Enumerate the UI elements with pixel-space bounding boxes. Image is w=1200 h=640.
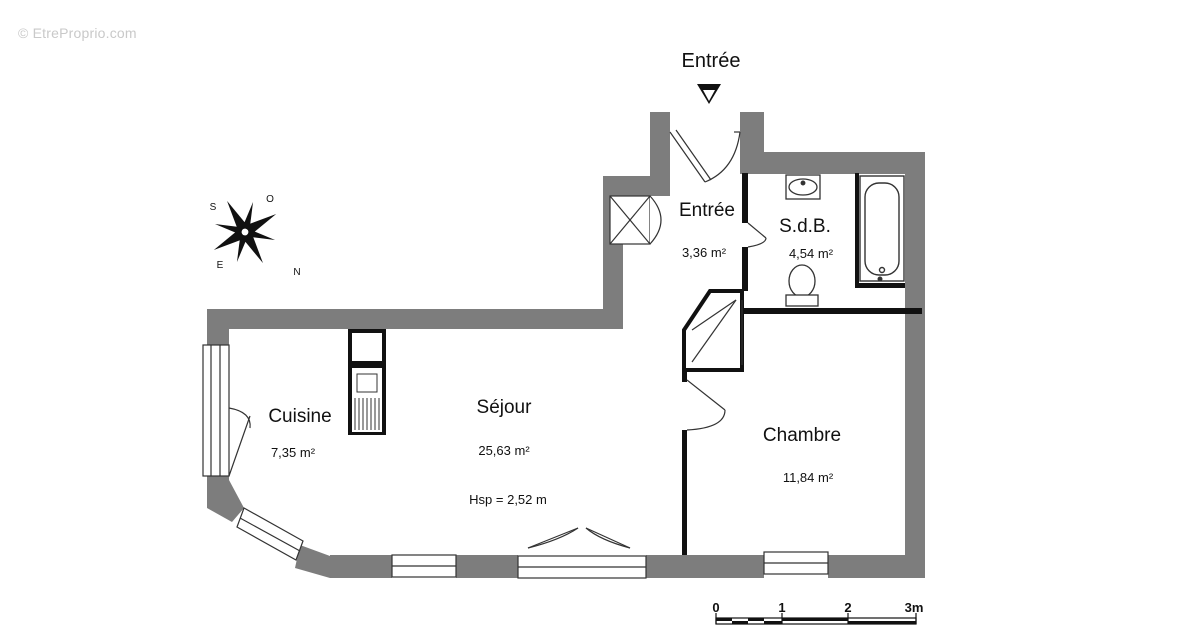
watermark: © EtreProprio.com — [18, 25, 137, 41]
sink — [785, 174, 821, 200]
room-area-sejour: 25,63 m² — [478, 443, 530, 458]
scale-bar — [715, 613, 917, 625]
scale-tick-1: 1 — [778, 600, 785, 615]
closet-details — [686, 299, 743, 431]
scale-tick-2: 2 — [844, 600, 851, 615]
window-diagonal — [236, 507, 304, 561]
compass-letter-o: O — [266, 194, 274, 205]
kitchen-unit — [348, 329, 386, 435]
room-area-entree: 3,36 m² — [682, 245, 727, 260]
room-area-cuisine: 7,35 m² — [271, 445, 316, 460]
bathroom-door — [747, 222, 767, 248]
room-name-entree: Entrée — [679, 200, 735, 221]
room-name-chambre: Chambre — [763, 425, 841, 446]
entrance-door — [669, 129, 741, 183]
entry-closet — [609, 195, 662, 245]
compass-letter-s: S — [210, 202, 217, 213]
room-name-sejour: Séjour — [477, 397, 533, 418]
room-area-chambre: 11,84 m² — [783, 470, 834, 485]
compass-letter-n: N — [293, 267, 300, 278]
room-area-sdb: 4,54 m² — [789, 246, 834, 261]
compass-rose-icon — [213, 200, 277, 264]
hallway-closet — [682, 289, 744, 372]
compass-letter-e: E — [217, 260, 224, 271]
partitions — [682, 173, 922, 555]
bathtub — [859, 175, 905, 282]
room-name-sdb: S.d.B. — [779, 216, 831, 237]
ceiling-height-label: Hsp = 2,52 m — [469, 492, 547, 507]
bottom-windows — [391, 551, 829, 578]
exterior-walls — [207, 112, 925, 578]
french-door — [517, 527, 647, 579]
scale-tick-0: 0 — [712, 600, 719, 615]
entrance-label: Entrée — [682, 50, 741, 72]
toilet — [785, 264, 819, 307]
room-name-cuisine: Cuisine — [268, 406, 331, 427]
scale-tick-3m: 3m — [905, 600, 924, 615]
window-cuisine — [202, 344, 251, 477]
